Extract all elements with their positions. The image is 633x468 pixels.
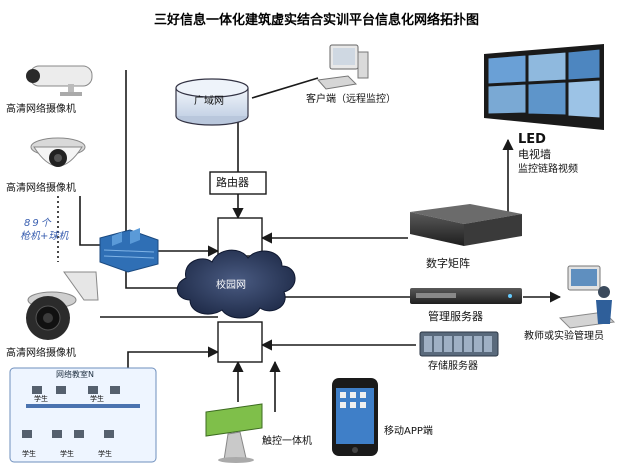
camera-label-3: 高清网络摄像机 — [6, 348, 76, 359]
led-description: 监控链路视频 — [518, 164, 578, 175]
storage-server-label: 存储服务器 — [428, 361, 478, 372]
line-wan-client — [251, 77, 319, 99]
teacher-label: 教师或实验管理员 — [524, 331, 604, 342]
switch-box-lower — [217, 321, 263, 363]
camera-count-number: 89个 — [24, 218, 53, 229]
campus-network-cloud — [176, 249, 296, 319]
camera-count-detail: 枪机+球机 — [20, 231, 69, 242]
student-label: 学生 — [60, 450, 74, 458]
led-video-wall-icon — [484, 44, 604, 130]
encoder-building-icon — [99, 228, 159, 273]
switch-box-upper — [217, 217, 263, 257]
router-box — [209, 171, 267, 195]
wan-label: 广域网 — [194, 96, 224, 107]
classroom-title: 网络教室N — [56, 370, 94, 379]
teacher-workstation-icon — [558, 265, 616, 329]
mobile-phone-icon — [332, 378, 378, 456]
classroom-panel — [9, 367, 157, 463]
bullet-camera-icon — [26, 65, 93, 96]
line-building-cloud — [125, 265, 186, 289]
student-label: 学生 — [22, 450, 36, 458]
led-subtitle: 电视墙 — [518, 148, 551, 161]
camera-label-2: 高清网络摄像机 — [6, 183, 76, 194]
led-title: LED — [518, 132, 546, 147]
connection-lines — [57, 70, 562, 412]
diagram-title: 三好信息一体化建筑虚实结合实训平台信息化网络拓扑图 — [153, 13, 479, 28]
matrix-label: 数字矩阵 — [426, 257, 470, 270]
dome-camera-icon — [30, 137, 86, 167]
touch-kiosk-label: 触控一体机 — [262, 436, 312, 447]
router-label: 路由器 — [216, 176, 249, 189]
touch-kiosk-icon — [205, 403, 263, 463]
camera-label-1: 高清网络摄像机 — [6, 104, 76, 115]
wan-cylinder — [175, 78, 249, 126]
mobile-app-label: 移动APP端 — [384, 426, 433, 437]
campus-network-label: 校园网 — [216, 280, 246, 291]
ptz-dome-camera-icon — [26, 271, 99, 340]
storage-server-icon — [419, 331, 499, 357]
student-label: 学生 — [90, 395, 104, 403]
student-label: 学生 — [98, 450, 112, 458]
client-pc-icon — [317, 44, 369, 90]
student-label: 学生 — [34, 395, 48, 403]
client-label: 客户端（远程监控） — [306, 94, 396, 105]
digital-matrix-icon — [410, 204, 522, 246]
line-camera2 — [79, 196, 100, 246]
mgmt-server-label: 管理服务器 — [428, 310, 483, 323]
management-server-icon — [410, 288, 522, 304]
